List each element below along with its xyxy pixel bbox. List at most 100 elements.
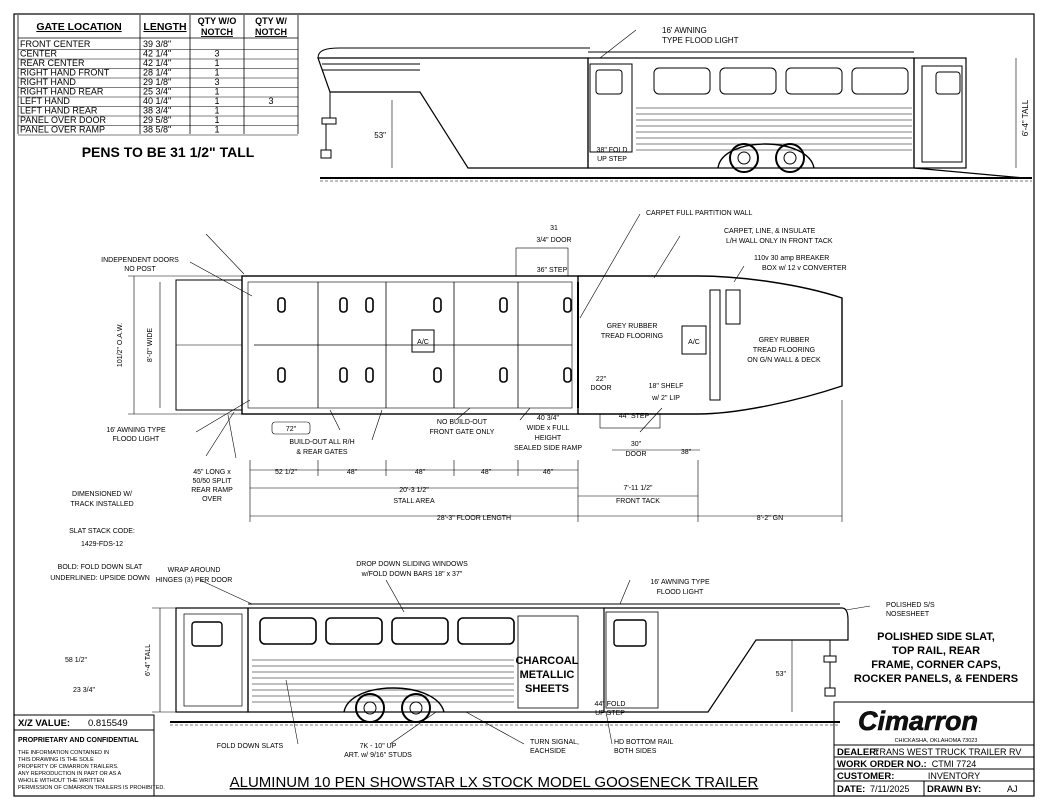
gate-row-label: CENTER bbox=[20, 49, 58, 59]
door-30-label: 30"DOOR bbox=[626, 441, 647, 458]
gate-row-label: REAR CENTER bbox=[20, 58, 85, 68]
bottom-height-tall-dim: 6'-4" TALL bbox=[145, 644, 152, 676]
oaw-dim: 101/2" O.A.W. bbox=[117, 323, 124, 367]
plan-view bbox=[128, 213, 843, 522]
dim-23: 23 3/4" bbox=[73, 687, 95, 694]
date-value: 7/11/2025 bbox=[870, 784, 909, 794]
gate-row-cell: 42 1/4" bbox=[143, 49, 171, 59]
gate-row-label: RIGHT HAND bbox=[20, 77, 76, 87]
gate-row-cell: 29 1/8" bbox=[143, 77, 171, 87]
stall-area-label: STALL AREA bbox=[393, 498, 435, 505]
bold-slat-legend: BOLD: FOLD DOWN SLAT bbox=[58, 564, 143, 571]
carpet-partition-label: CARPET FULL PARTITION WALL bbox=[646, 210, 753, 217]
drawn-by-value: AJ bbox=[1007, 784, 1018, 794]
gate-row-cell: 39 3/8" bbox=[143, 39, 171, 49]
stall-length-dim: 20'-3 1/2" bbox=[399, 487, 429, 494]
col-header-qty-w-notch: QTY W/NOTCH bbox=[255, 16, 287, 37]
fold-slats-label: FOLD DOWN SLATS bbox=[217, 743, 284, 750]
gate-row-label: LEFT HAND REAR bbox=[20, 106, 98, 116]
gate-row-cell: 25 3/4" bbox=[143, 87, 171, 97]
turn-signal-label: TURN SIGNAL,EACHSIDE bbox=[530, 739, 579, 755]
gate-row-cell: 1 bbox=[214, 106, 219, 116]
dim-58: 58 1/2" bbox=[65, 657, 87, 664]
gate-row-label: LEFT HAND bbox=[20, 96, 70, 106]
customer-label: CUSTOMER: bbox=[837, 771, 894, 782]
front-tack-label: FRONT TACK bbox=[616, 498, 660, 505]
top-side-height-dim: 53" bbox=[374, 131, 386, 140]
bottom-elevation-view bbox=[152, 579, 871, 745]
gate-row-label: PANEL OVER RAMP bbox=[20, 125, 105, 135]
build-out-label: BUILD-OUT ALL R/H& REAR GATES bbox=[289, 439, 354, 456]
pens-note: PENS TO BE 31 1/2" TALL bbox=[82, 144, 255, 160]
gate-row-cell: 1 bbox=[214, 96, 219, 106]
cimarron-logo: Cimarron bbox=[858, 706, 978, 736]
title-block: Cimarron CHICKASHA, OKLAHOMA 73023 DEALE… bbox=[833, 701, 1035, 797]
gate-row-label: FRONT CENTER bbox=[20, 39, 91, 49]
slat-code-label: SLAT STACK CODE: bbox=[69, 528, 135, 535]
dimensioned-label: DIMENSIONED W/TRACK INSTALLED bbox=[70, 491, 133, 508]
step-top-label: 36" STEP bbox=[537, 267, 568, 274]
door-22-label: 22"DOOR bbox=[591, 376, 612, 392]
dim-48-c: 48" bbox=[481, 469, 492, 476]
gate-row-cell: 1 bbox=[214, 58, 219, 68]
gate-row-cell: 42 1/4" bbox=[143, 58, 171, 68]
col-header-length: LENGTH bbox=[143, 21, 186, 33]
ac-unit-label: A/C bbox=[417, 339, 429, 346]
gate-row-cell: 1 bbox=[214, 87, 219, 97]
proprietary-title: PROPRIETARY AND CONFIDENTIAL bbox=[18, 737, 139, 744]
gate-row-label: PANEL OVER DOOR bbox=[20, 115, 107, 125]
proprietary-block: X/Z VALUE: 0.815549 PROPRIETARY AND CONF… bbox=[13, 714, 165, 797]
drawing-title: ALUMINUM 10 PEN SHOWSTAR LX STOCK MODEL … bbox=[230, 774, 759, 791]
dim-48-b: 48" bbox=[415, 469, 426, 476]
underlined-legend: UNDERLINED: UPSIDE DOWN bbox=[50, 575, 150, 582]
company-address: CHICKASHA, OKLAHOMA 73023 bbox=[895, 738, 978, 744]
dim-72: 72" bbox=[286, 426, 297, 433]
gate-row-cell: 1 bbox=[214, 125, 219, 135]
gate-row-cell: 3 bbox=[268, 96, 273, 106]
gate-row-label: RIGHT HAND FRONT bbox=[20, 68, 110, 78]
ac-label: A/C bbox=[688, 339, 700, 346]
top-elevation-view bbox=[317, 29, 1032, 182]
dealer-value: TRANS WEST TRUCK TRAILER RV bbox=[874, 747, 1021, 757]
customer-value: INVENTORY bbox=[928, 771, 980, 781]
date-label: DATE: bbox=[837, 784, 865, 795]
gate-row-cell: 40 1/4" bbox=[143, 96, 171, 106]
wide-dim: 8'-0" WIDE bbox=[147, 328, 154, 362]
plan-view-labels: CARPET FULL PARTITION WALL CARPET, LINE,… bbox=[50, 210, 846, 582]
floor-length-dim: 28'-3" FLOOR LENGTH bbox=[437, 515, 511, 522]
step-44-label: 44" STEP bbox=[619, 413, 650, 420]
dim-46: 46" bbox=[543, 469, 554, 476]
gate-row-cell: 38 3/4" bbox=[143, 106, 171, 116]
dim-52: 52 1/2" bbox=[275, 469, 297, 476]
drawn-by-label: DRAWN BY: bbox=[927, 784, 981, 795]
bottom-53-dim: 53" bbox=[776, 671, 787, 678]
col-header-gate-location: GATE LOCATION bbox=[36, 21, 121, 33]
gate-row-cell: 28 1/4" bbox=[143, 68, 171, 78]
gate-row-cell: 1 bbox=[214, 115, 219, 125]
xz-value-label: X/Z VALUE: bbox=[18, 718, 70, 729]
gn-length-dim: 8'-2" GN bbox=[757, 515, 783, 522]
work-order-value: CTMI 7724 bbox=[932, 759, 977, 769]
